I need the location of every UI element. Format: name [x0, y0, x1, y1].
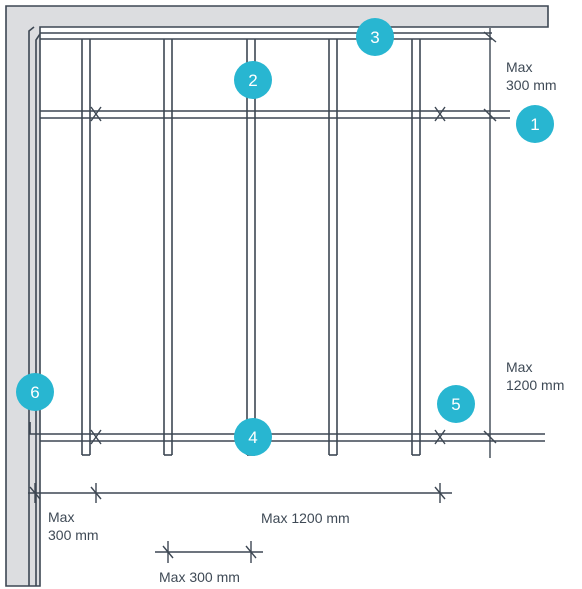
svg-text:1: 1: [530, 115, 539, 134]
vertical-runners: [81, 39, 421, 456]
dim-bottom-left-line1: Max: [48, 509, 74, 525]
callout-1: 1: [516, 105, 554, 143]
svg-text:5: 5: [451, 395, 460, 414]
callout-2: 2: [234, 61, 272, 99]
dim-bottom-short: Max 300 mm: [159, 569, 240, 585]
dim-mid-right-line2: 1200 mm: [506, 377, 564, 393]
intersection-ticks: [90, 106, 446, 445]
dim-bottom-left-line2: 300 mm: [48, 527, 99, 543]
dim-mid-right-line1: Max: [506, 359, 532, 375]
right-dimension-line: [483, 28, 497, 458]
svg-text:3: 3: [370, 28, 379, 47]
bottom-short-dimension-line: [155, 541, 263, 563]
callout-3: 3: [356, 18, 394, 56]
callout-6: 6: [16, 373, 54, 411]
dim-bottom-long: Max 1200 mm: [261, 510, 350, 526]
svg-text:2: 2: [248, 71, 257, 90]
dim-top-right-line1: Max: [506, 59, 532, 75]
lower-main-runner: [29, 422, 545, 442]
svg-text:4: 4: [248, 428, 257, 447]
top-edge-trim: [40, 32, 492, 40]
svg-text:6: 6: [30, 383, 39, 402]
callout-4: 4: [234, 418, 272, 456]
callout-5: 5: [437, 385, 475, 423]
bottom-long-dimension-line: [28, 483, 452, 503]
dim-top-right-line2: 300 mm: [506, 77, 557, 93]
wall-section: [5, 5, 549, 587]
upper-main-runner: [40, 110, 510, 119]
